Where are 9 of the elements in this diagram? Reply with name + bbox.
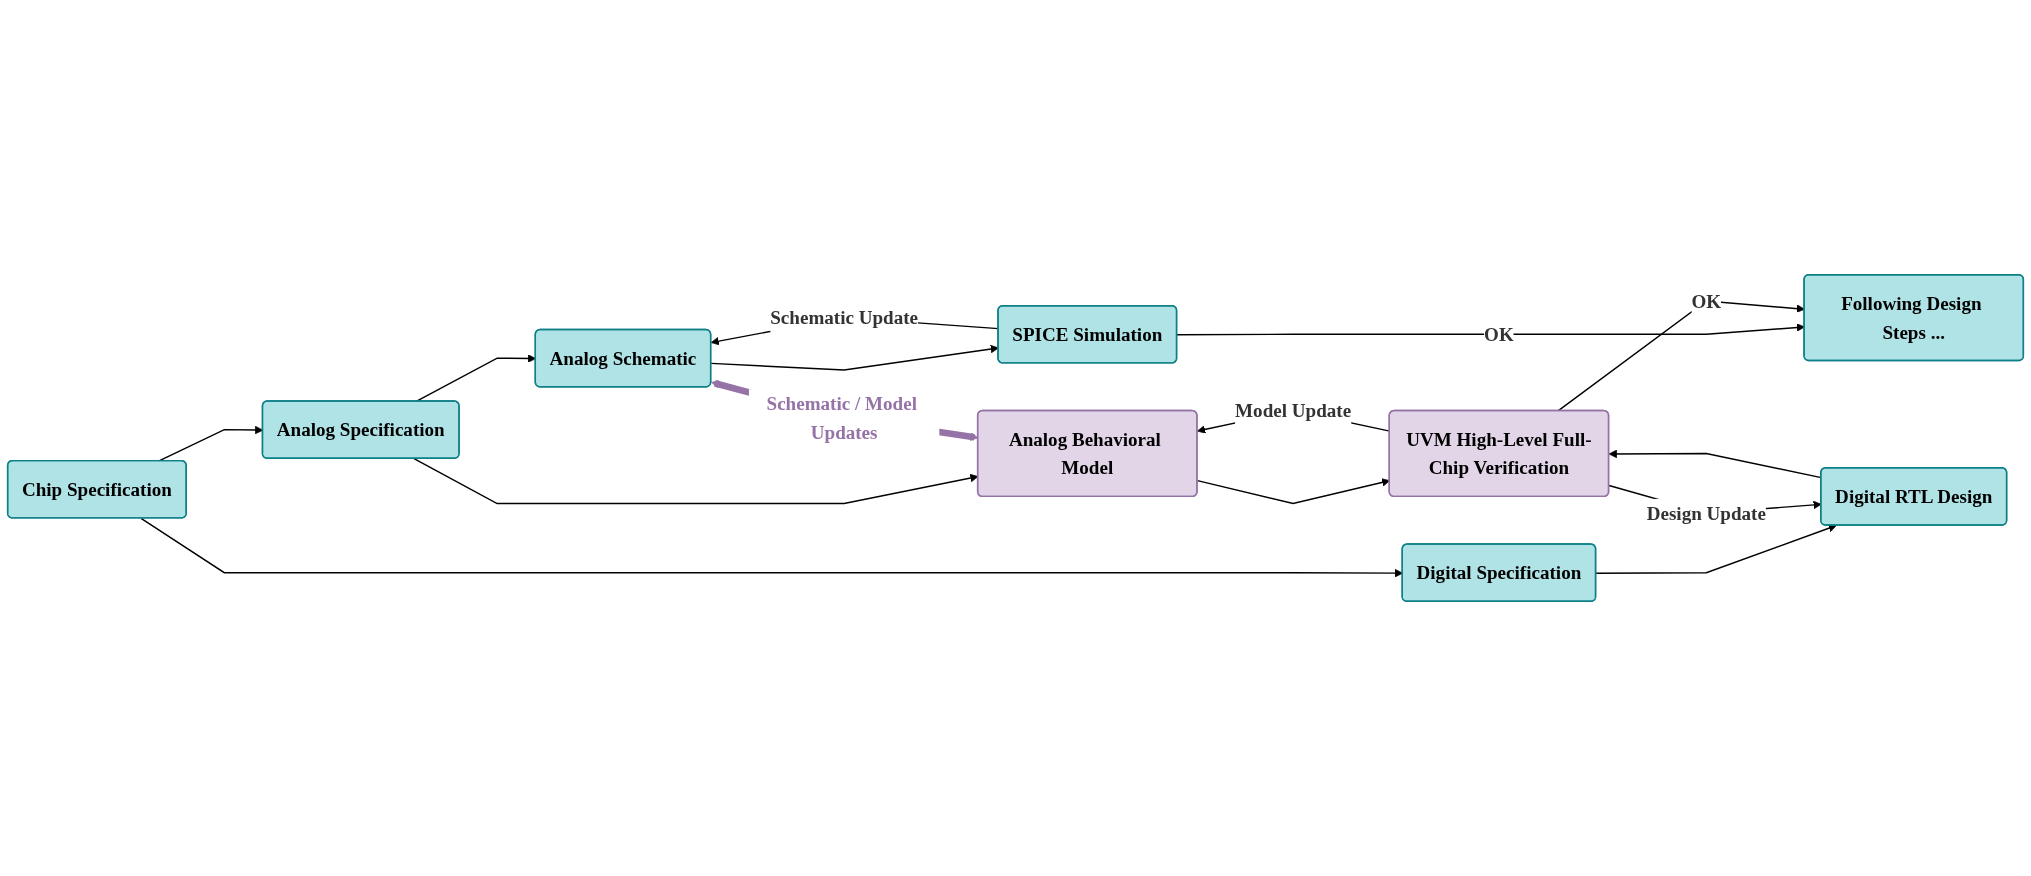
edge-label: OK <box>1484 323 1514 345</box>
arrow <box>1595 524 1837 574</box>
edge-label: Schematic / Model Updates <box>766 392 917 443</box>
edge-label: Schematic Update <box>770 307 919 329</box>
edge-label: OK <box>1691 290 1722 312</box>
edge-label: Model Update <box>1235 400 1352 422</box>
arrow <box>1176 323 1805 336</box>
arrow <box>710 344 999 371</box>
edge-label: Design Update <box>1646 502 1766 524</box>
